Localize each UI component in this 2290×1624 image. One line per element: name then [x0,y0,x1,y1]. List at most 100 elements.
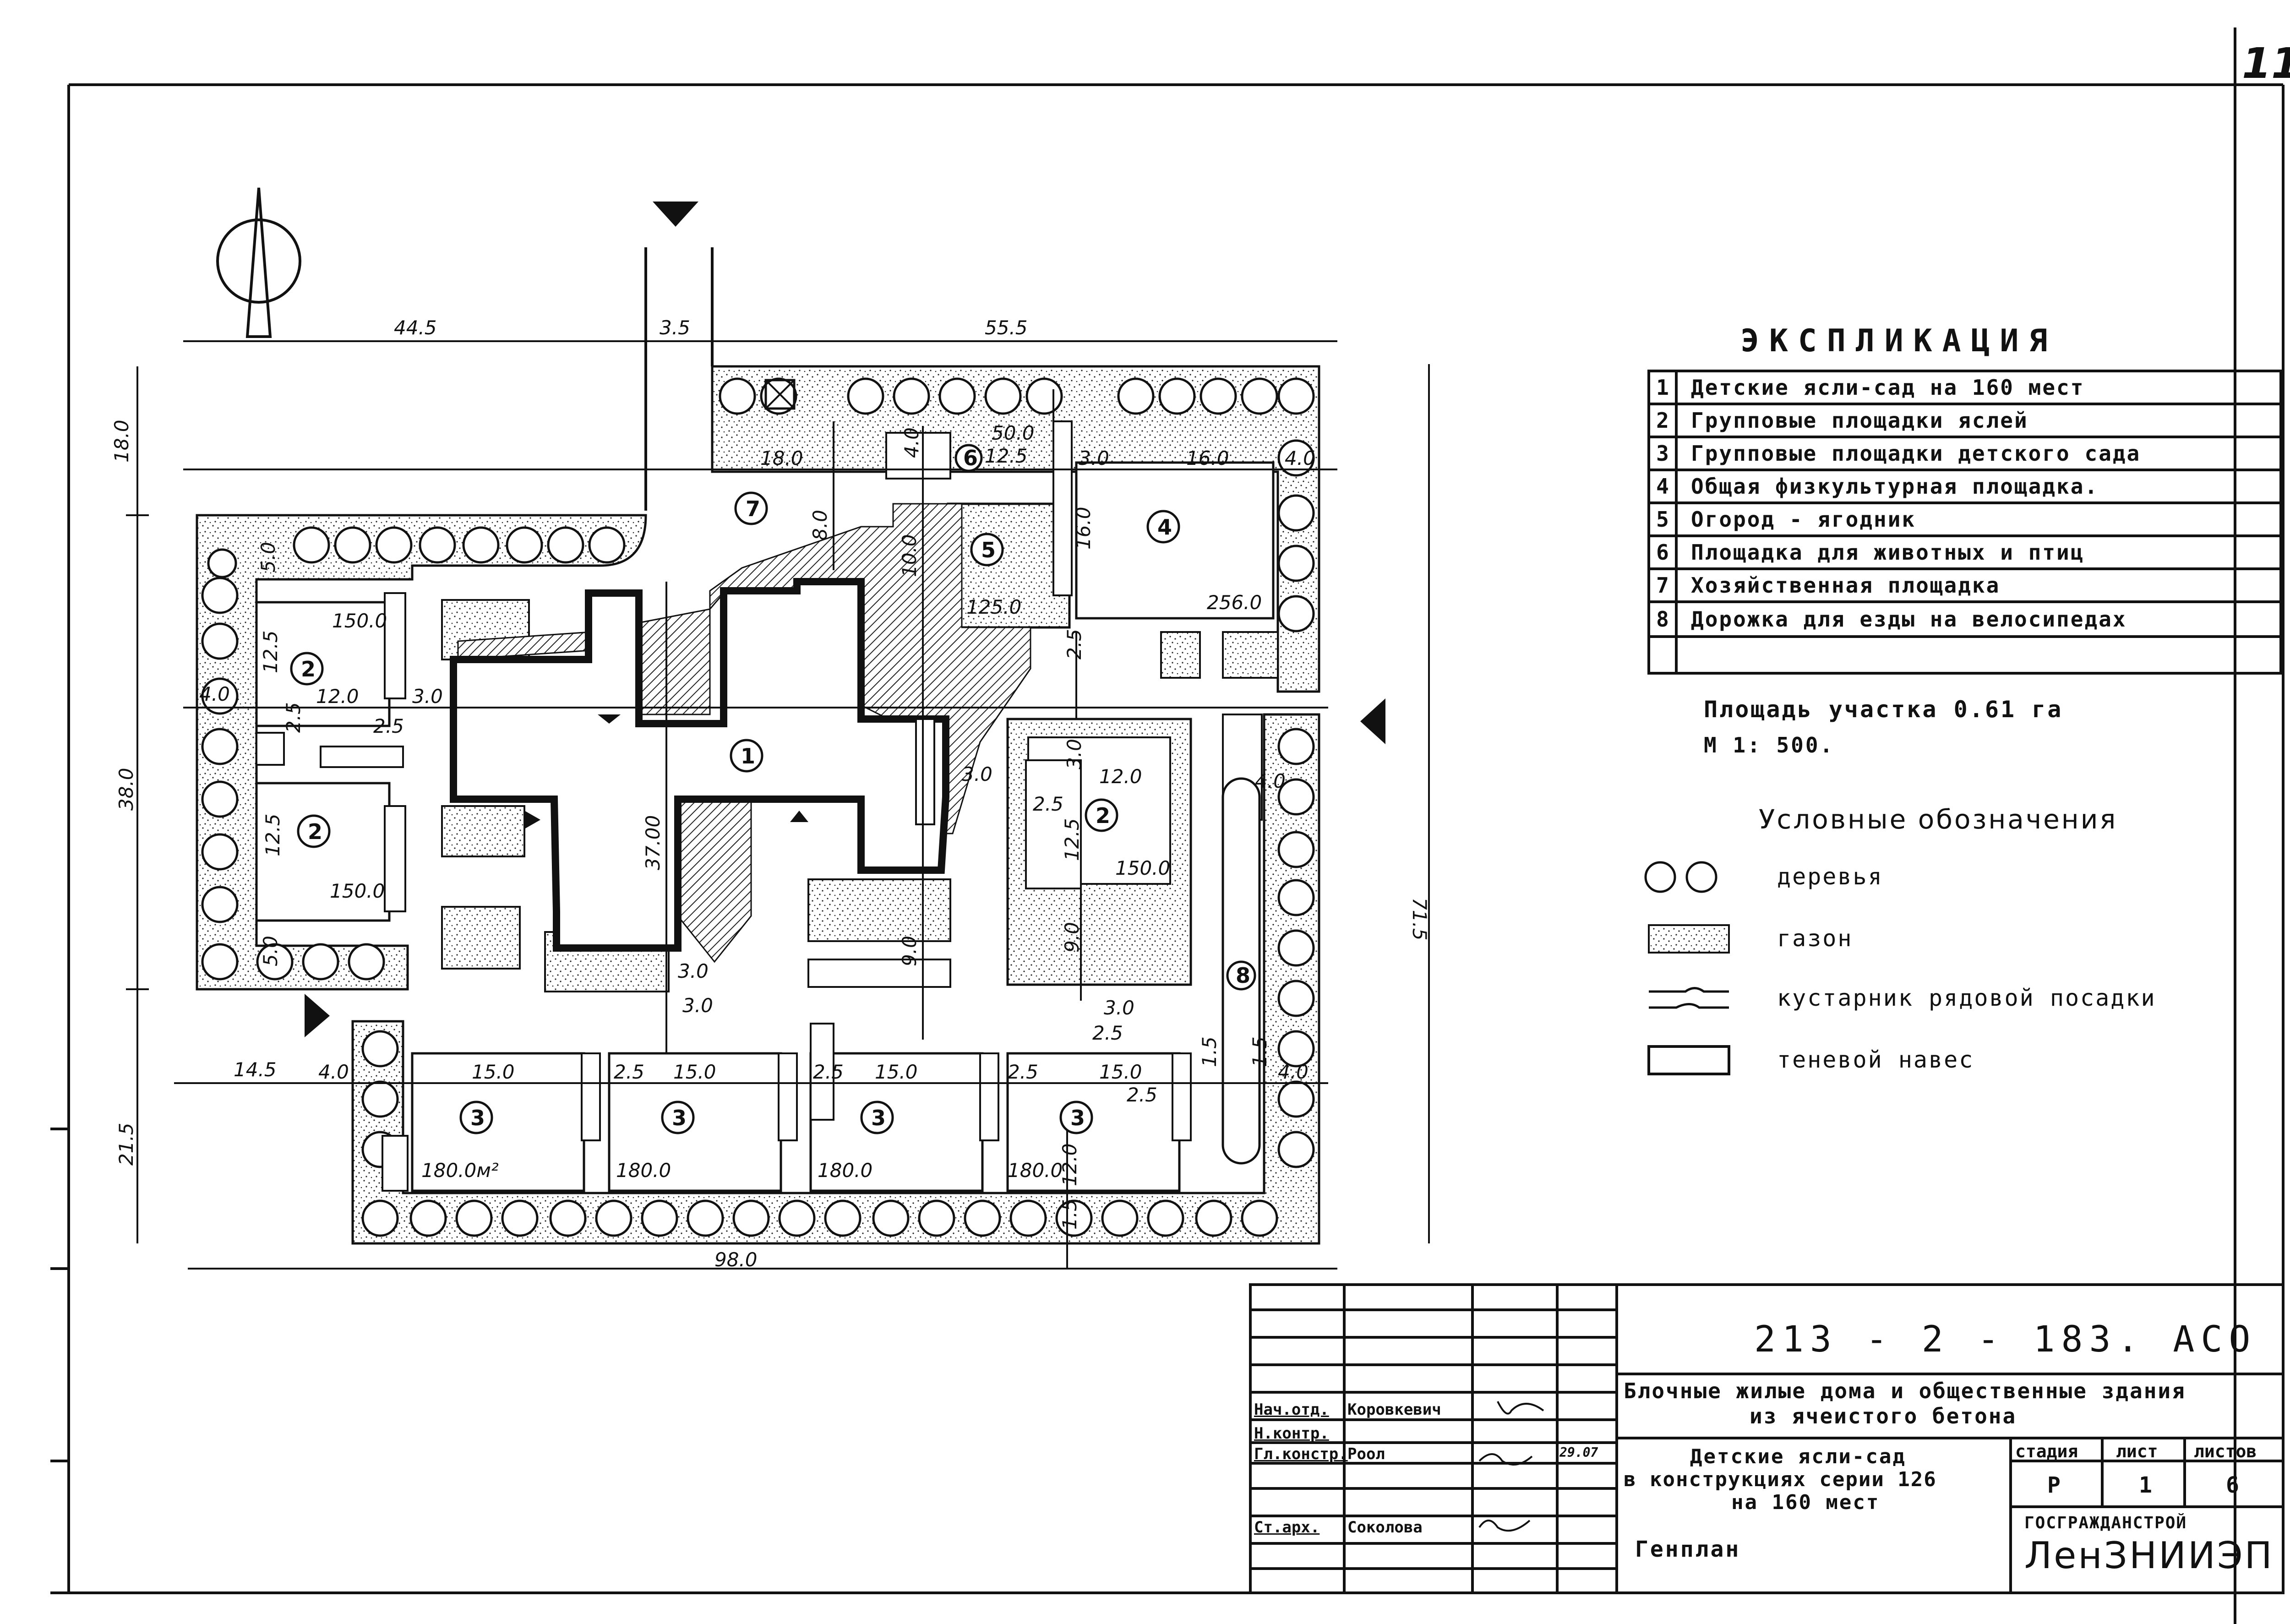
zone-3d-label: 3 [1070,1106,1085,1130]
dim-12-5c: 12.5 [262,813,284,856]
zone-2a-label: 2 [301,657,316,681]
legend-trees-icon [1644,861,1718,893]
dim-4-0f: 4.0 [1255,770,1286,792]
dim-right-total: 71.5 [1408,898,1431,941]
dim-8-0: 8.0 [809,510,831,540]
document-code: 213 - 2 - 183. АСО [1754,1319,2257,1360]
dim-3-0c: 3.0 [962,763,992,785]
dim-12-0c: 12.0 [1058,1143,1081,1186]
legend-shrubs-icon [1649,987,1729,1009]
name-chief-designer: Роол [1347,1445,1385,1463]
dim-9-0a: 9.0 [1061,922,1083,953]
dim-left-top: 18.0 [110,420,133,463]
sheet-header: лист [2116,1441,2158,1461]
explication-table [1647,370,2282,675]
sheet-value: 1 [2139,1472,2152,1498]
zone-3-d [1006,1052,1181,1192]
dim-2-5f: 2.5 [813,1061,844,1083]
zone-6-label: 6 [963,446,978,470]
dim-4-0c: 4.0 [199,683,230,705]
title-block [1249,1283,2285,1594]
legend-lawn-icon [1648,924,1730,954]
dim-top-gap: 3.5 [660,316,690,339]
zone-2b-label: 2 [308,819,322,844]
dim-12-5b: 12.5 [259,630,282,673]
dim-15-0b: 15.0 [673,1061,716,1083]
dim-50-0: 50.0 [992,422,1035,444]
zone-3b-label: 3 [672,1106,687,1130]
entrance-marker-top [653,202,698,227]
object-title-3: на 160 мест [1731,1491,1880,1514]
dim-3-0f: 3.0 [678,960,709,982]
dim-16-0b: 16.0 [1072,507,1095,550]
zone-3-c [809,1052,984,1192]
zone-2c-label: 2 [1096,803,1110,828]
dim-4-0a: 4.0 [900,427,923,458]
object-title-2: в конструкциях серии 126 [1624,1468,1937,1491]
zone-3c-label: 3 [871,1106,886,1130]
signature-date: 29.07 [1559,1445,1598,1460]
dim-37-00: 37.00 [642,815,664,870]
name-senior-architect: Соколова [1347,1518,1423,1537]
dim-2-5a: 2.5 [1063,629,1085,659]
dim-2-5g: 2.5 [1008,1061,1038,1083]
dim-5-0a: 5.0 [257,542,279,572]
explication-title: ЭКСПЛИКАЦИЯ [1740,323,2058,359]
zone-4-label: 4 [1157,515,1172,540]
main-building [450,578,949,952]
zone-8-label: 8 [1236,963,1250,988]
dim-3-0b: 3.0 [412,685,443,708]
lawn-north [711,365,1320,693]
name-head-department: Коровкевич [1347,1401,1441,1419]
dim-1-5b: 1.5 [1249,1036,1271,1067]
dim-left-bottom: 21.5 [115,1123,137,1166]
area-180-a: 180.0м² [421,1159,499,1182]
area-180-d: 180.0 [1008,1159,1063,1182]
dim-12-0b: 12.0 [1099,765,1142,788]
dim-12-5d: 12.5 [1061,818,1083,861]
zone-5-label: 5 [981,538,996,562]
dim-1-5a: 1.5 [1198,1036,1221,1067]
zone-5-garden [947,502,1071,629]
sheet-name: Генплан [1635,1537,1741,1562]
dim-2-5b: 2.5 [373,715,404,737]
dim-18-0: 18.0 [760,447,803,469]
zone-7-label: 7 [746,496,760,521]
object-title-1: Детские ясли-сад [1690,1445,1906,1468]
legend-label-lawn: газон [1777,925,1853,952]
bin-icon [764,379,796,410]
dim-150-0a: 150.0 [332,610,387,632]
zone-1-label: 1 [741,744,755,768]
dim-2-5e: 2.5 [614,1061,644,1083]
dim-12-0a: 12.0 [316,685,359,708]
dim-3-0a: 3.0 [1079,447,1109,469]
dim-2-5h: 2.5 [1127,1084,1157,1106]
dim-256: 256.0 [1207,591,1262,614]
zone-6-animals [885,432,951,480]
zone-3-b [608,1052,782,1192]
lawn-south-east [351,713,1320,1245]
dim-150-0b: 150.0 [330,880,385,902]
stage-value: Р [2047,1472,2061,1498]
dim-4-0e: 4.0 [1278,1061,1309,1083]
zone-3a-label: 3 [470,1106,485,1130]
trees-row-top [719,377,1315,415]
drawing-scale: М 1: 500. [1704,733,1835,758]
dim-15-0c: 15.0 [875,1061,918,1083]
dim-2-5c: 2.5 [282,702,305,733]
sheets-header: листов [2194,1441,2257,1461]
dim-bottom-total: 98.0 [714,1248,758,1271]
project-title-2: из ячеистого бетона [1750,1404,2017,1428]
dim-10-0: 10.0 [898,534,921,577]
trees-row-bottom [361,1030,1278,1237]
organization-2: ЛенЗНИИЭП [2024,1534,2274,1577]
area-180-c: 180.0 [818,1159,872,1182]
